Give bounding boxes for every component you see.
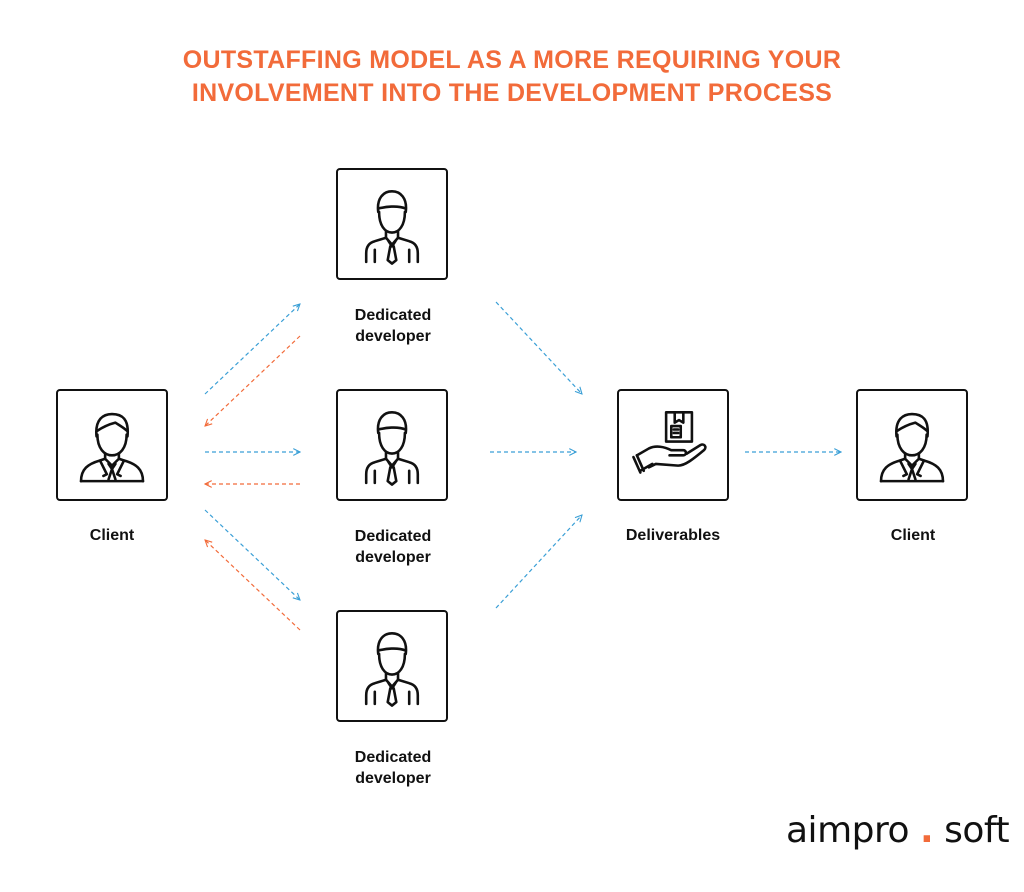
dev-middle-node [336,389,448,501]
logo-part-1: aimpro [786,810,910,851]
arrow-client-to-dev-bottom [204,509,300,600]
hand-with-box-icon [632,411,707,474]
dev-top-label-line1: Dedicated [354,307,432,324]
aimprosoft-logo: aimpro . soft [786,810,1010,851]
dev-bottom-label-line2: developer [355,770,431,787]
deliverables-label: Deliverables [625,527,721,544]
arrow-dev-bottom-to-client [205,540,301,631]
client-left-node [56,389,168,501]
dev-bottom-label: Dedicated developer [313,747,473,789]
businessman-icon [79,412,145,483]
dev-top-label: Dedicated developer [313,305,473,347]
arrow-client-to-dev-top [204,304,300,395]
dev-bottom-label-line1: Dedicated [354,749,432,766]
businessman-icon [879,412,945,483]
developer-icon [364,190,420,265]
arrow-dev-top-to-deliverables [495,301,582,394]
arrow-dev-top-to-client [205,335,301,426]
dev-bottom-node [336,610,448,722]
logo-dot: . [919,810,934,851]
logo-part-2: soft [944,810,1010,851]
title-line-1: OUTSTAFFING MODEL AS A MORE REQUIRING YO… [182,46,842,74]
client-right-label: Client [890,527,936,544]
dev-top-node [336,168,448,280]
dev-middle-label: Dedicated developer [313,526,473,568]
deliverables-node [617,389,729,501]
title-line-2: INVOLVEMENT INTO THE DEVELOPMENT PROCESS [191,79,833,107]
dev-top-label-line2: developer [355,328,431,345]
arrow-dev-bottom-to-deliverables [495,515,582,609]
client-right-node [856,389,968,501]
dev-middle-label-line1: Dedicated [354,528,432,545]
developer-icon [364,411,420,486]
developer-icon [364,632,420,707]
diagram-title: OUTSTAFFING MODEL AS A MORE REQUIRING YO… [0,44,1024,110]
dev-middle-label-line2: developer [355,549,431,566]
client-left-label: Client [89,527,135,544]
